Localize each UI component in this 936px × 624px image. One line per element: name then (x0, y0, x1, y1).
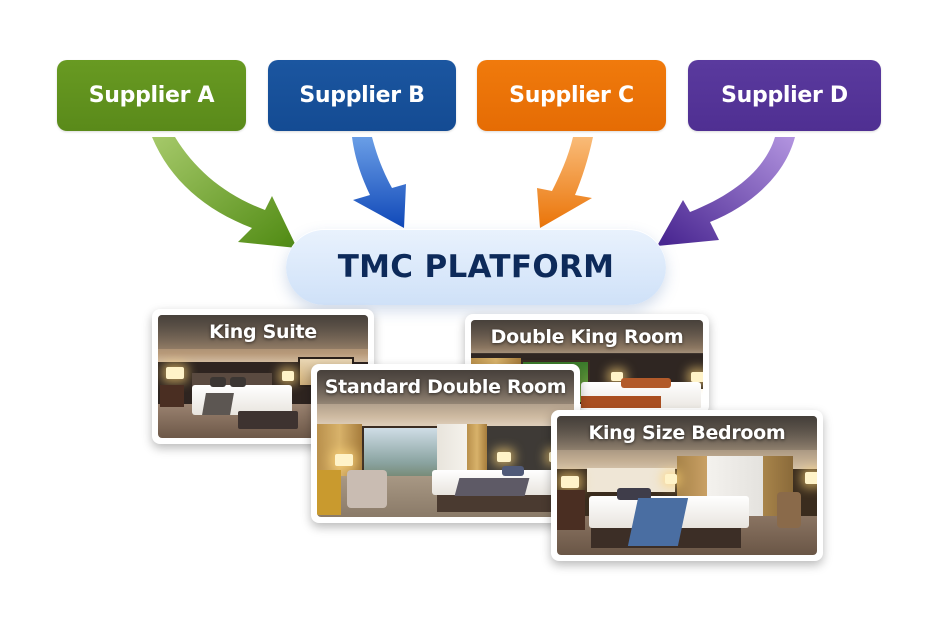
supplier-a-box: Supplier A (57, 60, 246, 131)
room-card-title: Standard Double Room (317, 370, 574, 404)
supplier-c-box: Supplier C (477, 60, 666, 131)
tmc-platform-label: TMC PLATFORM (337, 249, 615, 285)
supplier-d-box: Supplier D (688, 60, 881, 131)
room-card-title: King Suite (158, 315, 368, 349)
supplier-b-label: Supplier B (299, 83, 425, 108)
room-card-title: Double King Room (471, 320, 703, 354)
supplier-d-label: Supplier D (721, 83, 848, 108)
room-photo: King Size Bedroom (557, 416, 817, 555)
room-photo: Standard Double Room (317, 370, 574, 517)
arrow-supplier-d (657, 137, 795, 246)
room-card-king-size-bedroom: King Size Bedroom (551, 410, 823, 561)
supplier-c-label: Supplier C (509, 83, 634, 108)
arrow-supplier-c (537, 137, 593, 228)
arrow-supplier-b (352, 137, 406, 228)
arrow-supplier-a (152, 137, 297, 248)
supplier-b-box: Supplier B (268, 60, 456, 131)
room-card-title: King Size Bedroom (557, 416, 817, 450)
room-card-standard-double-room: Standard Double Room (311, 364, 580, 523)
supplier-a-label: Supplier A (88, 83, 215, 108)
tmc-platform-node: TMC PLATFORM (286, 229, 666, 305)
